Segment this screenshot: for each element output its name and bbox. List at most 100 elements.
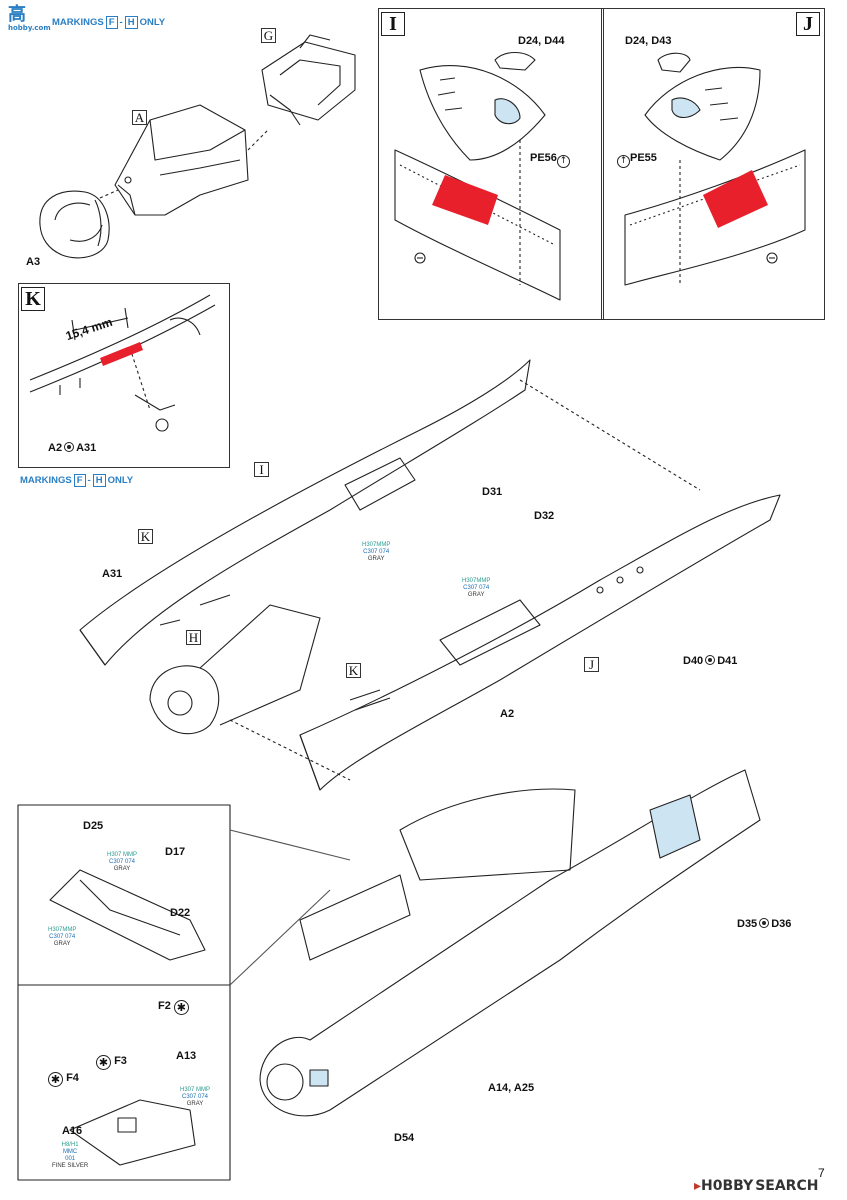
paint-color-name: GRAY bbox=[467, 592, 485, 598]
part-label-pe55: ↑PE55 bbox=[617, 152, 657, 168]
part-label-f2: F2 ✱ bbox=[158, 1000, 189, 1015]
paint-callout-gray-5: H307 MMP C307 074 GRAY bbox=[180, 1087, 210, 1108]
paint-code-c: C307 074 bbox=[108, 859, 136, 865]
markings-second: H bbox=[92, 474, 106, 487]
paint-color-name: GRAY bbox=[186, 1101, 204, 1107]
f3-text: F3 bbox=[114, 1055, 127, 1067]
f2-text: F2 bbox=[158, 1000, 171, 1012]
markings-suffix: ONLY bbox=[107, 475, 134, 486]
part-label-d24-d44: D24, D44 bbox=[518, 35, 565, 47]
d41-text: D41 bbox=[717, 655, 738, 667]
sub-label-a: A bbox=[132, 110, 147, 125]
red-mask-k bbox=[100, 342, 143, 366]
panel-step-k bbox=[18, 283, 230, 468]
page-number: 7 bbox=[818, 1166, 825, 1180]
paint-color-name: FINE SILVER bbox=[52, 1163, 89, 1169]
paint-color-name: GRAY bbox=[113, 866, 131, 872]
paint-code-num: 001 bbox=[65, 1156, 76, 1162]
sub-label-k-bottom: K bbox=[346, 663, 361, 678]
paint-code-c: C307 074 bbox=[49, 934, 76, 940]
paint-callout-gray-4: H307MMP C307 074 GRAY bbox=[48, 927, 76, 948]
part-label-a2-a31: A2 A31 bbox=[48, 442, 96, 454]
paint-color-name: GRAY bbox=[53, 941, 71, 947]
step-label-k: K bbox=[21, 287, 45, 311]
sub-label-i: I bbox=[254, 462, 269, 477]
part-label-f3: ✱ F3 bbox=[96, 1055, 127, 1070]
part-label-a31: A31 bbox=[102, 568, 123, 580]
paint-code-h: H307MMP bbox=[462, 578, 491, 584]
part-label-d54: D54 bbox=[394, 1132, 415, 1144]
brand-mark-icon: ▸ bbox=[694, 1178, 702, 1194]
part-label-d22: D22 bbox=[170, 907, 191, 919]
panel-step-i bbox=[378, 8, 604, 320]
drawing-fuselage-assembled bbox=[259, 769, 761, 1117]
brand-search-text: SEARCH bbox=[755, 1178, 819, 1194]
drawing-panel-i bbox=[394, 51, 561, 301]
part-label-d35-d36: D35 D36 bbox=[737, 918, 791, 930]
part-label-a3: A3 bbox=[26, 256, 41, 268]
paint-callout-gray-2: H307MMP C307 074 GRAY bbox=[462, 578, 490, 599]
pe55-text: PE55 bbox=[630, 152, 657, 164]
drawing-cockpit-tub-g bbox=[261, 34, 356, 126]
drawing-fuselage-a2 bbox=[299, 494, 781, 791]
part-label-d25: D25 bbox=[83, 820, 104, 832]
d35-text: D35 bbox=[737, 918, 758, 930]
arrow-up-icon: ↑ bbox=[617, 155, 630, 168]
markings-first: F bbox=[105, 16, 118, 29]
drawing-panel-j bbox=[624, 52, 806, 286]
part-label-pe56: PE56↑ bbox=[530, 152, 570, 168]
markings-tag-top: MARKINGS F - H ONLY bbox=[52, 16, 165, 29]
paint-code-c: C307 074 bbox=[463, 585, 490, 591]
d40-text: D40 bbox=[683, 655, 704, 667]
star-icon: ✱ bbox=[96, 1055, 111, 1070]
sub-label-g: G bbox=[261, 28, 276, 43]
part-label-f4: ✱ F4 bbox=[48, 1072, 79, 1087]
paint-code-m: MMC bbox=[62, 1149, 78, 1155]
paint-code-h: H307MMP bbox=[48, 927, 77, 933]
paint-code-c: C307 074 bbox=[181, 1094, 209, 1100]
d36-text: D36 bbox=[771, 918, 792, 930]
drawing-fuselage-a31 bbox=[79, 359, 531, 666]
f4-text: F4 bbox=[66, 1072, 79, 1084]
paint-code-h: H307MMP bbox=[362, 542, 391, 548]
star-icon: ✱ bbox=[48, 1072, 63, 1087]
paint-code-h: H8/H1 bbox=[61, 1142, 79, 1148]
star-icon: ✱ bbox=[173, 1000, 189, 1015]
drawing-nose-cone bbox=[39, 190, 110, 259]
part-label-a13: A13 bbox=[176, 1050, 197, 1062]
drawing-panel-k bbox=[29, 294, 216, 432]
sub-label-h: H bbox=[186, 630, 201, 645]
sub-label-j: J bbox=[584, 657, 599, 672]
cement-icon bbox=[705, 655, 716, 665]
step-label-i: I bbox=[381, 12, 405, 36]
markings-dash: - bbox=[119, 17, 123, 28]
part-label-d17: D17 bbox=[165, 846, 186, 858]
paint-code-h: H307 MMP bbox=[180, 1087, 211, 1093]
red-mask-j bbox=[703, 170, 768, 228]
arrow-up-icon: ↑ bbox=[556, 155, 570, 168]
watermark-text: 高 bbox=[8, 4, 26, 25]
paint-color-name: GRAY bbox=[367, 556, 385, 562]
pe56-text: PE56 bbox=[530, 152, 557, 164]
part-label-d32: D32 bbox=[534, 510, 555, 522]
markings-suffix: ONLY bbox=[139, 17, 166, 28]
paint-code-c: C307 074 bbox=[363, 549, 390, 555]
markings-second: H bbox=[124, 16, 138, 29]
part-label-a14-a25: A14, A25 bbox=[488, 1082, 535, 1094]
markings-prefix: MARKINGS bbox=[52, 17, 104, 28]
part-label-a16: A16 bbox=[62, 1125, 83, 1137]
part-label-a2: A2 bbox=[500, 708, 515, 720]
a2-text: A2 bbox=[48, 442, 63, 454]
paint-callout-gray-1: H307MMP C307 074 GRAY bbox=[362, 542, 390, 563]
part-label-d24-d43: D24, D43 bbox=[625, 35, 672, 47]
a31-text: A31 bbox=[76, 442, 97, 454]
watermark-subtext: hobby.com bbox=[8, 24, 51, 32]
cement-icon bbox=[759, 918, 770, 928]
markings-tag-middle: MARKINGS F - H ONLY bbox=[20, 474, 133, 487]
cement-icon bbox=[64, 442, 75, 452]
part-label-d31: D31 bbox=[482, 486, 503, 498]
part-label-d40-d41: D40 D41 bbox=[683, 655, 737, 667]
drawing-console-d22 bbox=[49, 869, 206, 961]
